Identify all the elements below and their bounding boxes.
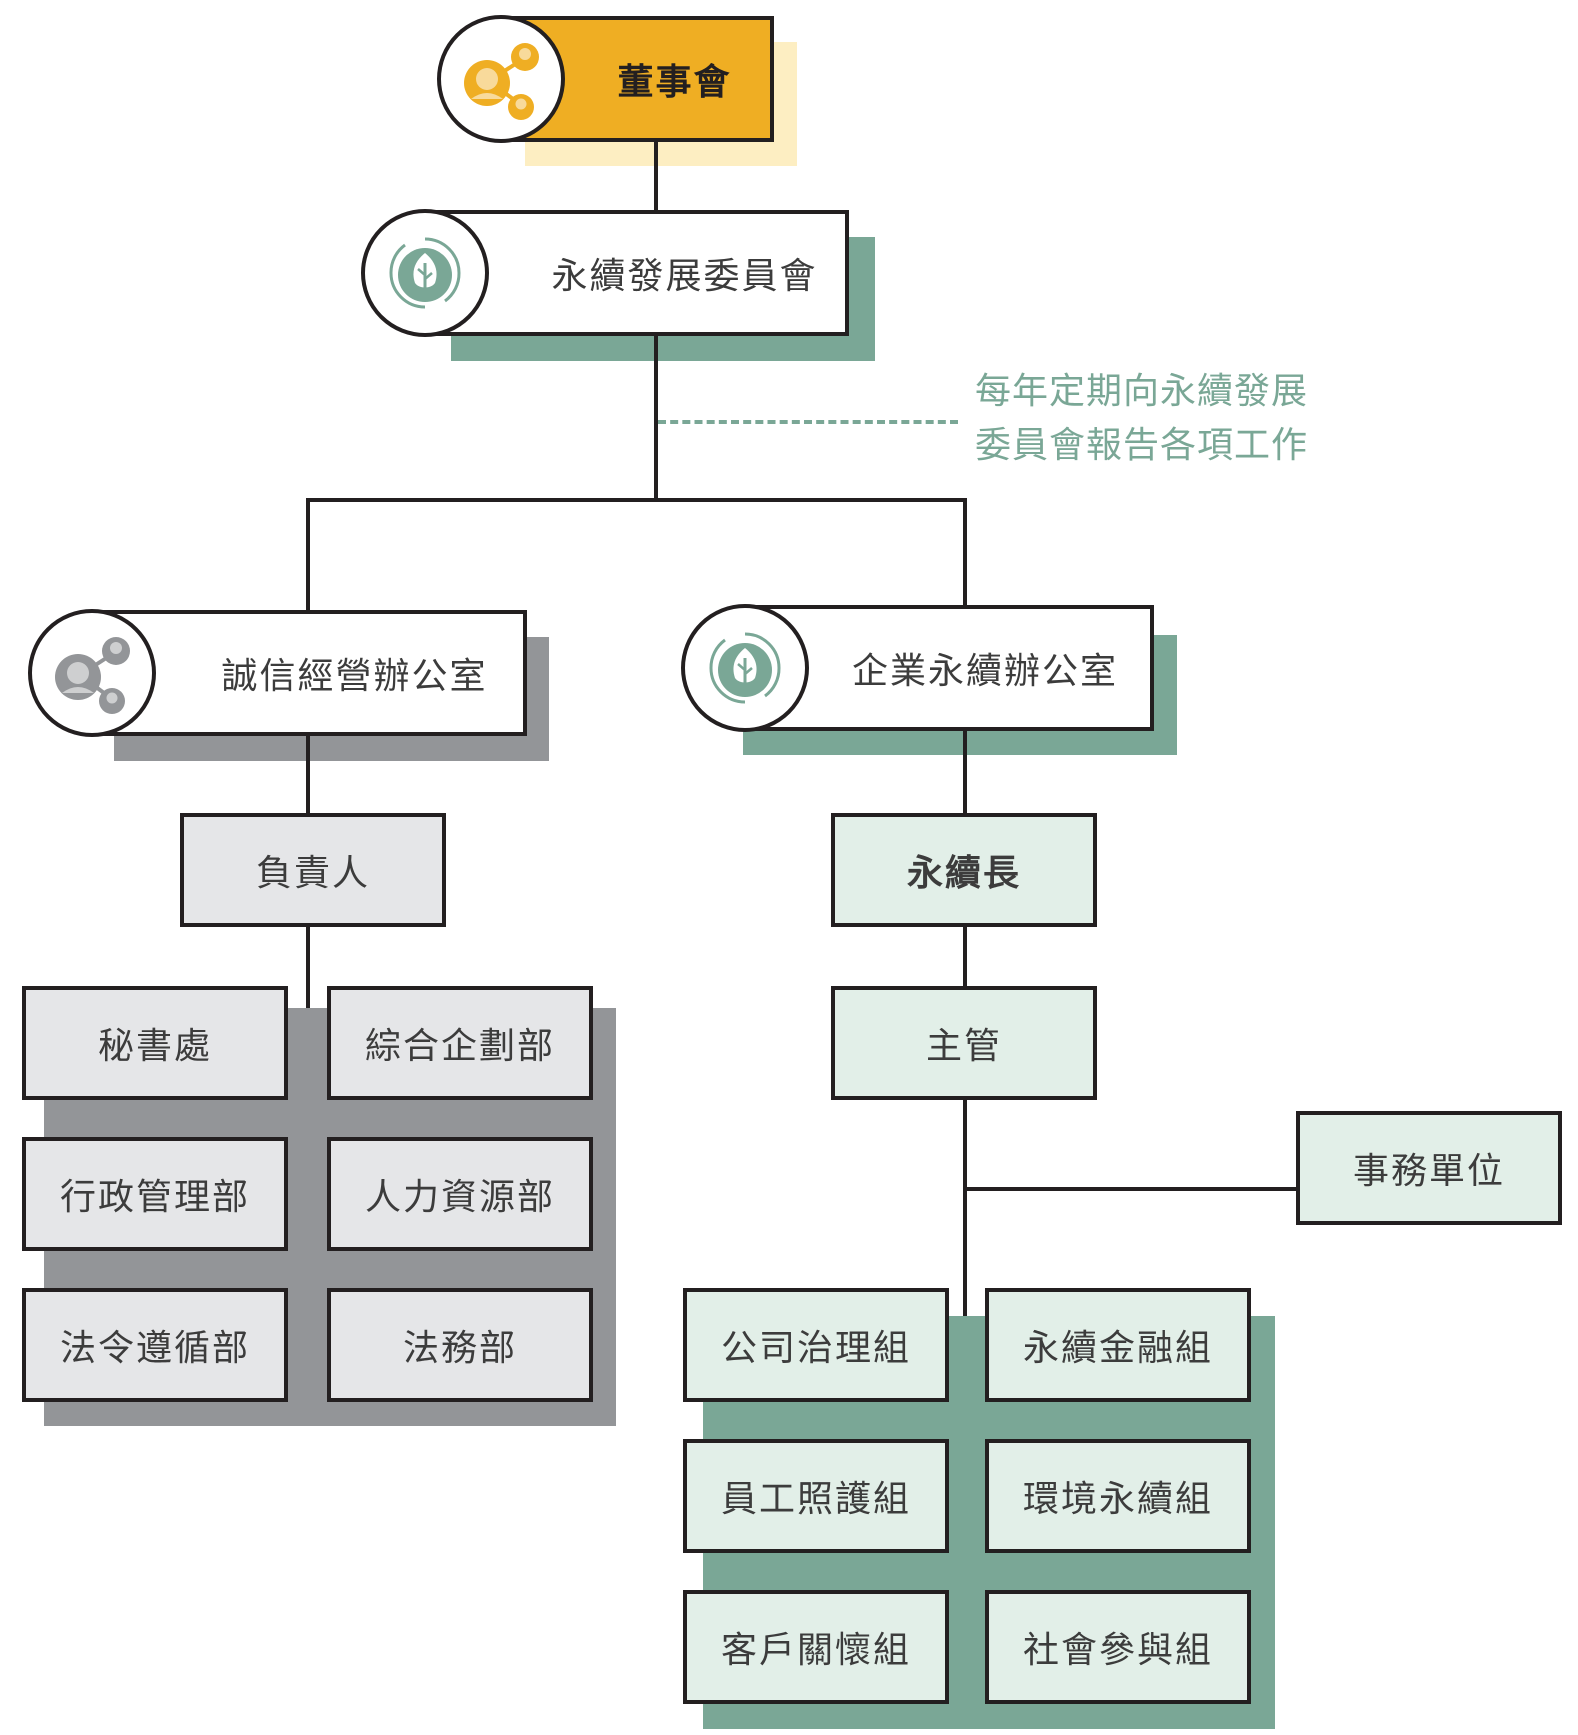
integrity-office-icon-circle [28,609,156,737]
integrity-dept-box: 秘書處 [22,986,288,1100]
sustainability-head-label: 永續長 [906,853,1021,894]
sustainability-group-label: 客戶關懷組 [720,1630,911,1671]
people-network-icon [464,43,539,120]
report-note: 每年定期向永續發展 委員會報告各項工作 [975,365,1308,473]
connector [963,1098,967,1316]
integrity-dept-box: 行政管理部 [22,1137,288,1251]
integrity-head-label: 負責人 [255,853,370,894]
integrity-dept-box: 人力資源部 [327,1137,593,1251]
integrity-head-box: 負責人 [180,813,446,927]
committee-label: 永續發展委員會 [551,256,818,297]
report-dashed-line [658,420,958,424]
connector [306,733,310,815]
connector [654,335,658,500]
integrity-dept-box: 法務部 [327,1288,593,1402]
integrity-office-label: 誠信經營辦公室 [221,656,488,697]
connector [306,498,310,613]
sustainability-office-icon-circle [681,604,809,732]
people-network-icon [55,637,130,714]
board-label: 董事會 [617,62,732,103]
manager-box: 主管 [831,986,1097,1100]
connector [963,729,967,815]
connector [963,498,967,608]
sustainability-office-box: 企業永續辦公室 [744,605,1154,731]
sustainability-group-box: 員工照護組 [683,1439,949,1553]
sustainability-head-box: 永續長 [831,813,1097,927]
sustainability-group-label: 環境永續組 [1022,1479,1213,1520]
committee-icon-circle [361,209,489,337]
integrity-dept-label: 法務部 [402,1328,517,1369]
sustainability-office-label: 企業永續辦公室 [851,651,1118,692]
integrity-dept-box: 法令遵循部 [22,1288,288,1402]
integrity-dept-label: 人力資源部 [364,1177,555,1218]
connector [306,925,310,1008]
integrity-dept-label: 秘書處 [97,1026,212,1067]
sustainability-group-box: 社會參與組 [985,1590,1251,1704]
connector [963,925,967,988]
manager-label: 主管 [925,1026,1002,1067]
leaf-cycle-icon [709,632,781,704]
sustainability-group-label: 公司治理組 [720,1328,911,1369]
integrity-dept-label: 綜合企劃部 [364,1026,555,1067]
report-note-line2: 委員會報告各項工作 [975,425,1309,466]
side-unit-box: 事務單位 [1296,1111,1562,1225]
sustainability-group-box: 客戶關懷組 [683,1590,949,1704]
sustainability-group-box: 環境永續組 [985,1439,1251,1553]
leaf-cycle-icon [389,237,461,309]
integrity-dept-box: 綜合企劃部 [327,986,593,1100]
side-unit-label: 事務單位 [1352,1151,1505,1192]
connector [963,1187,1300,1191]
connector [306,498,966,502]
connector [654,140,658,212]
report-note-line1: 每年定期向永續發展 [975,371,1309,412]
integrity-dept-label: 法令遵循部 [59,1328,250,1369]
sustainability-group-label: 員工照護組 [720,1479,911,1520]
committee-box: 永續發展委員會 [430,210,849,336]
sustainability-group-label: 永續金融組 [1022,1328,1213,1369]
sustainability-group-box: 公司治理組 [683,1288,949,1402]
integrity-office-box: 誠信經營辦公室 [92,610,527,736]
integrity-dept-label: 行政管理部 [59,1177,250,1218]
sustainability-group-label: 社會參與組 [1022,1630,1213,1671]
sustainability-group-box: 永續金融組 [985,1288,1251,1402]
board-icon-circle [437,15,565,143]
